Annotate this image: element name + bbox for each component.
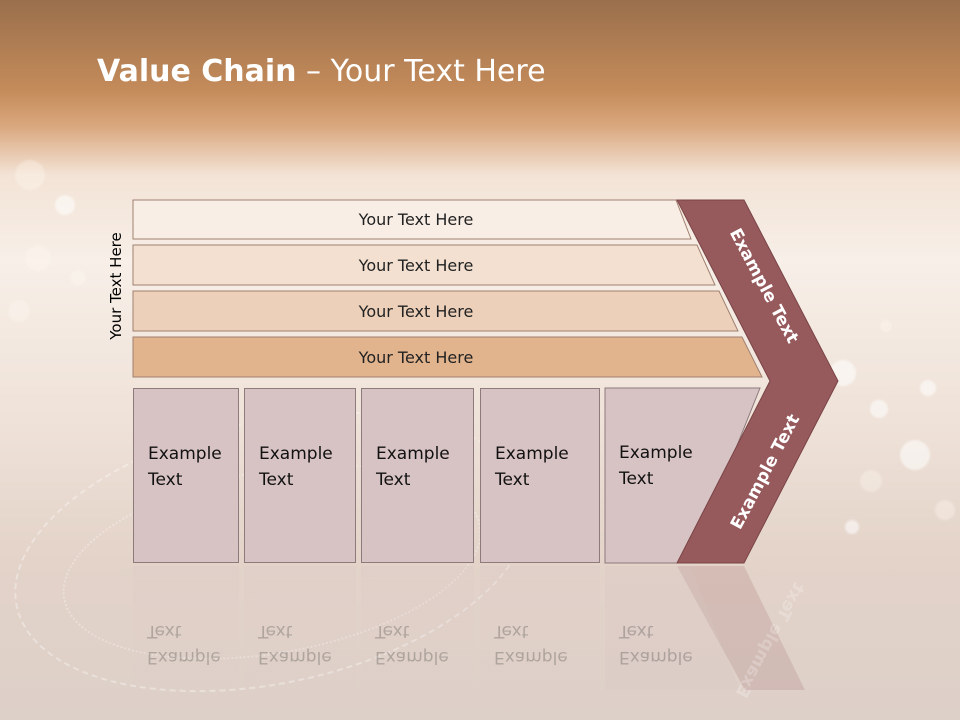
card-2-line1: Example	[259, 444, 333, 464]
card-3-line2: Text	[376, 470, 411, 490]
bar-3-label: Your Text Here	[358, 301, 474, 321]
card-2-line2: Text	[259, 470, 294, 490]
slide-title: Value Chain – Your Text Here	[97, 54, 546, 89]
card-5-line1: Example	[619, 443, 693, 463]
card-5-reflection: Example Text	[605, 566, 705, 696]
card-1-line2: Text	[148, 470, 183, 490]
card-4-reflection: Example Text	[480, 566, 600, 696]
card-2-reflection-line2: Text	[258, 621, 293, 641]
card-5: Example Text	[605, 388, 705, 563]
bar-4-label: Your Text Here	[358, 347, 474, 367]
bar-1: Your Text Here	[133, 200, 699, 239]
bar-2: Your Text Here	[133, 245, 699, 285]
card-1-reflection-line1: Example	[147, 647, 221, 667]
card-5-reflection-line1: Example	[619, 647, 693, 667]
bar-2-label: Your Text Here	[358, 255, 474, 275]
card-3-line1: Example	[376, 444, 450, 464]
card-2-reflection-line1: Example	[258, 647, 332, 667]
bar-shape-3	[132, 290, 739, 332]
title-bold: Value Chain	[97, 54, 297, 89]
card-4-reflection-line1: Example	[494, 647, 568, 667]
card-3-reflection-line2: Text	[375, 621, 410, 641]
bar-3: Your Text Here	[133, 291, 699, 331]
card-5-reflection-line2: Text	[619, 621, 654, 641]
chevron-reflection	[677, 566, 805, 690]
card-1: Example Text	[133, 388, 239, 563]
title-rest: – Your Text Here	[296, 54, 546, 89]
card-shape-5-reflection	[605, 566, 740, 690]
bar-1-label: Your Text Here	[358, 210, 474, 229]
card-3-reflection-line1: Example	[375, 647, 449, 667]
card-4-line1: Example	[495, 444, 569, 464]
card-3-reflection: Example Text	[361, 566, 474, 696]
card-2: Example Text	[244, 388, 356, 563]
card-1-reflection: Example Text	[133, 566, 239, 696]
card-1-reflection-line2: Text	[147, 621, 182, 641]
bar-shape-2	[132, 244, 716, 286]
chevron-shape	[676, 199, 839, 564]
card-4: Example Text	[480, 388, 600, 563]
bar-4: Your Text Here	[133, 337, 699, 377]
card-1-line1: Example	[148, 444, 222, 464]
card-4-line2: Text	[495, 470, 530, 490]
card-5-line2: Text	[619, 469, 654, 489]
bar-shape-4	[132, 336, 763, 378]
card-3: Example Text	[361, 388, 474, 563]
bar-shape-1	[132, 199, 692, 240]
card-2-reflection: Example Text	[244, 566, 356, 696]
card-4-reflection-line2: Text	[494, 621, 529, 641]
